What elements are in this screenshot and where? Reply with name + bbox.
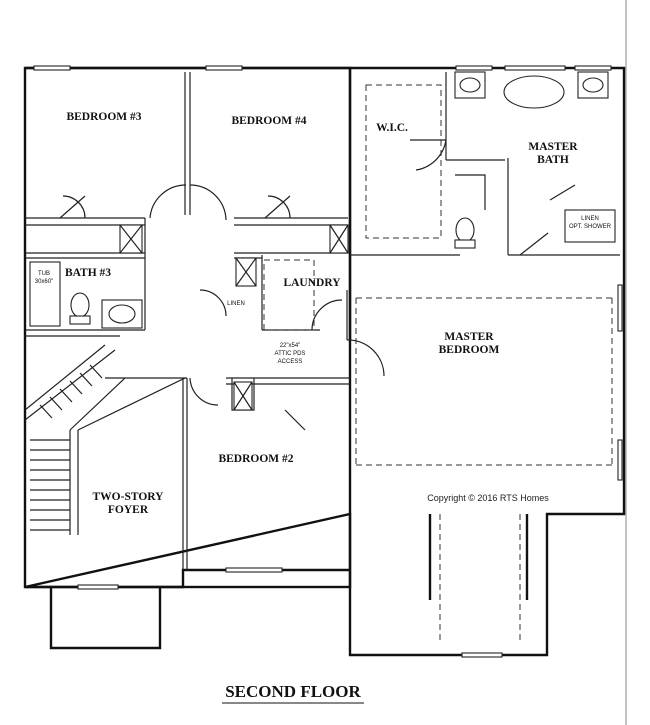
bath-3-label: BATH #3: [65, 267, 111, 279]
attic-access-line2: ATTIC PDS: [275, 351, 306, 357]
foyer-label-line2: FOYER: [108, 504, 149, 516]
linen-shower-label-line2: OPT. SHOWER: [569, 224, 612, 230]
staircase: [24, 344, 186, 535]
tub-label-line1: TUB: [38, 271, 50, 277]
ceiling-dash-lines: [263, 84, 613, 640]
linen-shower-label-line1: LINEN: [581, 216, 599, 222]
tub-label-line2: 30x60": [35, 279, 53, 285]
closet-boxes: [119, 224, 349, 411]
bedroom-4-label: BEDROOM #4: [231, 115, 306, 127]
attic-access-line1: 22"x54": [280, 343, 301, 349]
door-swings: [59, 139, 576, 431]
master-bath-label-line2: BATH: [537, 154, 569, 166]
copyright-notice: Copyright © 2016 RTS Homes: [427, 493, 549, 503]
foyer-label-line1: TWO-STORY: [93, 491, 165, 503]
bedroom-2-label: BEDROOM #2: [218, 453, 293, 465]
exterior-walls: [23, 66, 626, 657]
master-bath-label-line1: MASTER: [528, 141, 578, 153]
windows: [33, 65, 623, 658]
interior-walls: [25, 72, 620, 570]
attic-access-line3: ACCESS: [278, 359, 303, 365]
floor-title: SECOND FLOOR: [225, 682, 361, 701]
bedroom-3-label: BEDROOM #3: [66, 111, 141, 123]
wic-label: W.I.C.: [376, 122, 408, 134]
bath-fixtures: [29, 71, 616, 329]
master-bedroom-label-line2: BEDROOM: [439, 344, 500, 356]
laundry-label: LAUNDRY: [283, 277, 341, 289]
linen-label: LINEN: [227, 301, 245, 307]
master-bedroom-label-line1: MASTER: [444, 331, 494, 343]
